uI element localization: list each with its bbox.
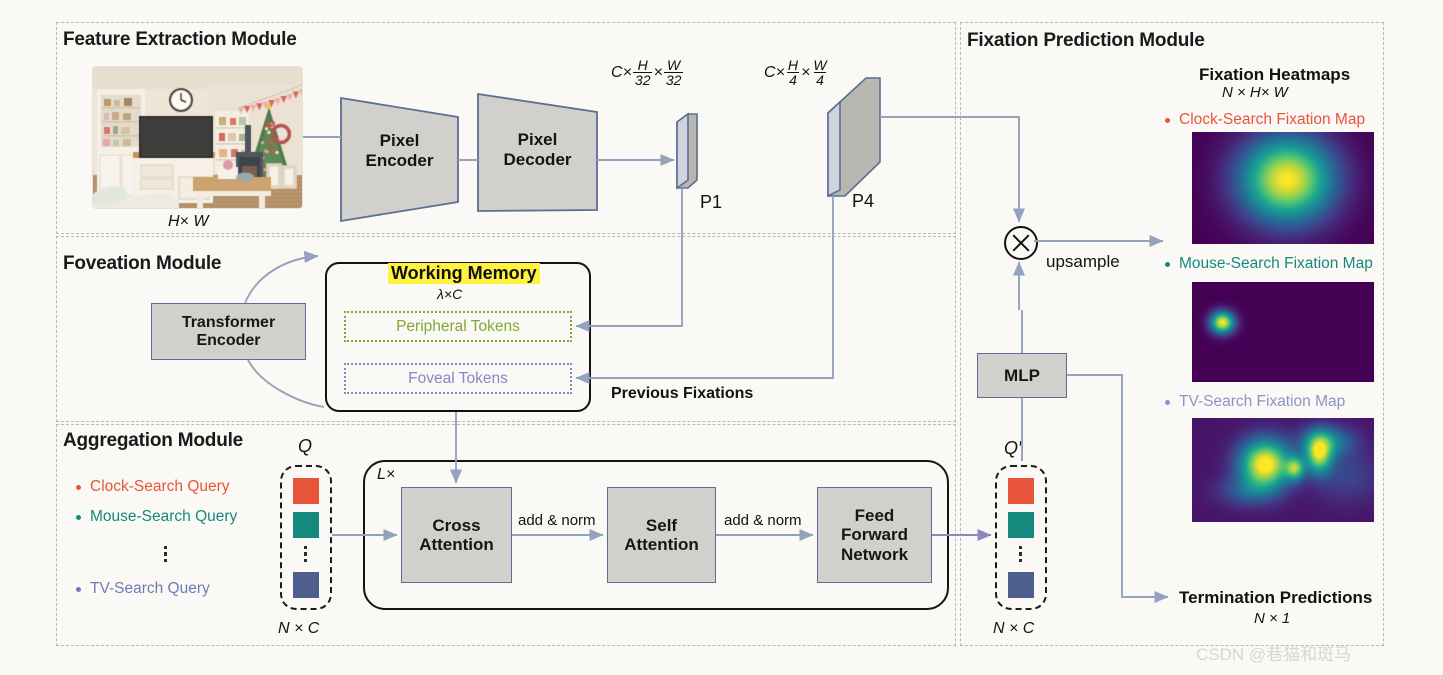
feed-forward-block: Feed Forward Network [817,487,932,583]
q-symbol: Q [298,436,312,457]
peripheral-tokens-label: Peripheral Tokens [396,318,520,336]
query-item-clock: Clock-Search Query [76,478,230,496]
fixation-heatmaps-shape: N × H× W [1222,84,1288,101]
bullet-clock [76,485,81,490]
heatmap-item-mouse: Mouse-Search Fixation Map [1165,255,1373,273]
query-item-mouse: Mouse-Search Query [76,508,237,526]
fixation-heatmaps-title: Fixation Heatmaps [1199,65,1350,85]
foveal-tokens-box: Foveal Tokens [344,363,572,394]
self-attention-block: Self Attention [607,487,716,583]
query-label-tv: TV-Search Query [90,580,210,598]
input-image [93,67,302,208]
termination-predictions-title: Termination Predictions [1179,588,1372,608]
multiply-operator-icon [1004,226,1038,260]
heatmap-label-clock: Clock-Search Fixation Map [1179,111,1365,129]
q-swatch-1 [293,512,319,538]
qp-swatch-2 [1008,572,1034,598]
qp-swatch-1 [1008,512,1034,538]
title-aggregation: Aggregation Module [63,430,243,452]
title-foveation: Foveation Module [63,253,221,275]
foveal-tokens-label: Foveal Tokens [408,370,508,388]
cross-attention-block: Cross Attention [401,487,512,583]
loop-label: L× [377,466,395,484]
p4-label: P4 [852,191,874,212]
bullet-mouse [76,515,81,520]
query-label-mouse: Mouse-Search Query [90,508,237,526]
query-ellipsis [164,546,167,562]
heatmap-item-clock: Clock-Search Fixation Map [1165,111,1365,129]
bullet-tv [76,587,81,592]
q-prime-shape-label: N × C [993,620,1034,638]
bullet-heatmap-tv [1165,400,1170,405]
pixel-encoder-label: Pixel Encoder [341,131,458,171]
bullet-heatmap-clock [1165,118,1170,123]
working-memory-shape: λ×C [437,286,462,302]
q-shape-label: N × C [278,620,319,638]
peripheral-tokens-box: Peripheral Tokens [344,311,572,342]
bullet-heatmap-mouse [1165,262,1170,267]
input-image-caption: H× W [168,213,208,231]
pixel-decoder-label: Pixel Decoder [478,130,597,170]
q-swatch-2 [293,572,319,598]
qp-ellipsis [1019,546,1022,562]
heatmap-tv [1192,418,1374,522]
qp-swatch-0 [1008,478,1034,504]
add-norm-label-2: add & norm [724,512,802,529]
title-fixation-prediction: Fixation Prediction Module [967,30,1205,52]
heatmap-label-mouse: Mouse-Search Fixation Map [1179,255,1373,273]
q-ellipsis [304,546,307,562]
heatmap-mouse [1192,282,1374,382]
heatmap-item-tv: TV-Search Fixation Map [1165,393,1345,411]
heatmap-label-tv: TV-Search Fixation Map [1179,393,1345,411]
p4-shape-label: C× H4 × W4 [764,58,830,87]
query-label-clock: Clock-Search Query [90,478,230,496]
upsample-label: upsample [1046,252,1120,272]
query-item-tv: TV-Search Query [76,580,210,598]
q-swatch-0 [293,478,319,504]
q-prime-symbol: Q′ [1004,438,1021,459]
watermark: CSDN @巷猫和斑马 [1196,640,1351,665]
mlp-block: MLP [977,353,1067,398]
termination-predictions-shape: N × 1 [1254,610,1290,627]
previous-fixations-label: Previous Fixations [611,385,753,403]
working-memory-title: Working Memory [388,263,540,284]
title-feature-extraction: Feature Extraction Module [63,29,297,51]
p1-shape-label: C× H32 × W32 [611,58,684,87]
add-norm-label-1: add & norm [518,512,596,529]
p1-label: P1 [700,192,722,213]
heatmap-clock [1192,132,1374,244]
transformer-encoder-block: Transformer Encoder [151,303,306,360]
